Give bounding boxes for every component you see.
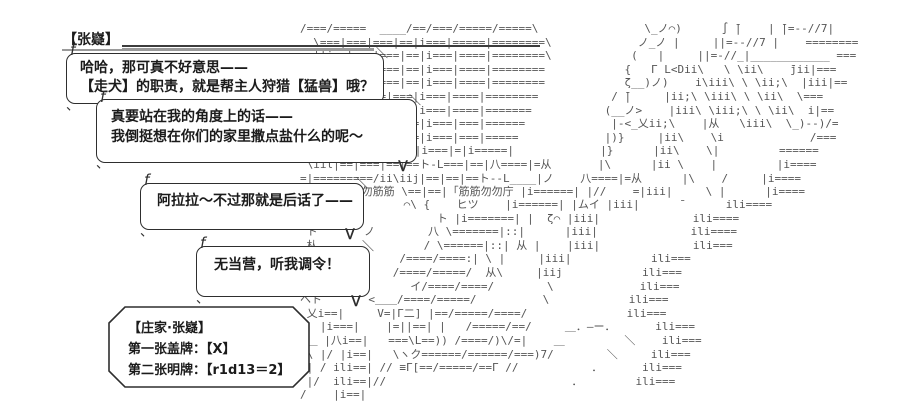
dealer-status-box: 【庄家·张嶷】 第一张盖牌：【X】 第二张明牌：【r1d13＝2】 bbox=[108, 306, 310, 388]
bubble-curl-top-left: f bbox=[70, 41, 76, 59]
name-underline-shadow bbox=[62, 48, 374, 51]
bubble-tail: Ｖ bbox=[349, 294, 363, 310]
speech-bubble-3: f ＼ 、 Ｖ 阿拉拉～不过那就是后话了—— bbox=[140, 171, 368, 243]
face-down-card-line: 第一张盖牌：【X】 bbox=[128, 342, 236, 357]
bubble-curl-top-left: f bbox=[144, 171, 150, 189]
bubble-curl-top-right: ＼ bbox=[408, 93, 421, 107]
dialogue-line: 哈哈，那可真不好意思—— bbox=[80, 60, 248, 76]
bubble-curl-bottom-left: 、 bbox=[140, 225, 154, 240]
bubble-curl-top-right: ＼ bbox=[355, 176, 368, 190]
dialogue-line: 无当营，听我调令！ bbox=[214, 257, 340, 273]
bubble-curl-top-left: f bbox=[100, 88, 106, 106]
dialogue-line: 阿拉拉～不过那就是后话了—— bbox=[157, 193, 353, 209]
octagon-border bbox=[108, 306, 310, 388]
bubble-curl-bottom-left: 、 bbox=[196, 292, 210, 307]
dialogue-line: 我倒挺想在你们的家里撒点盐什么的呢～ bbox=[111, 129, 363, 145]
bubble-tail: Ｖ bbox=[343, 227, 357, 243]
speech-bubble-2: f ＼ 、 Ｖ 真要站在我的角度上的话—— 我倒挺想在你们的家里撒点盐什么的呢～ bbox=[96, 88, 421, 175]
bubble-curl-top-right: ＼ bbox=[375, 46, 388, 60]
speech-bubble-1: f ＼ 、 哈哈，那可真不好意思—— 【走犬】的职责，就是帮主人狩猎【猛兽】哦？ bbox=[66, 41, 388, 114]
name-underline bbox=[62, 45, 540, 47]
bubble-curl-top-right: ＼ bbox=[361, 239, 374, 253]
bubble-tail: Ｖ bbox=[396, 159, 410, 175]
dialogue-line: 【走犬】的职责，就是帮主人狩猎【猛兽】哦？ bbox=[80, 79, 374, 95]
bubble-curl-top-left: f bbox=[200, 234, 206, 252]
speech-bubble-4: f ＼ 、 Ｖ 无当营，听我调令！ bbox=[196, 234, 374, 310]
face-up-card-line: 第二张明牌：【r1d13＝2】 bbox=[128, 363, 291, 378]
ascii-art-lower: 「 ヒツノ ⌒\ { ヒツ |i======| |ムイ |iii| ̄ ili=… bbox=[300, 198, 773, 402]
character-name-label: 【张嶷】 bbox=[60, 29, 122, 49]
dialogue-line: 真要站在我的角度上的话—— bbox=[111, 109, 293, 125]
bubble-curl-bottom-left: 、 bbox=[66, 99, 80, 114]
bubble-curl-bottom-left: 、 bbox=[96, 157, 110, 172]
dealer-name-line: 【庄家·张嶷】 bbox=[128, 321, 211, 336]
